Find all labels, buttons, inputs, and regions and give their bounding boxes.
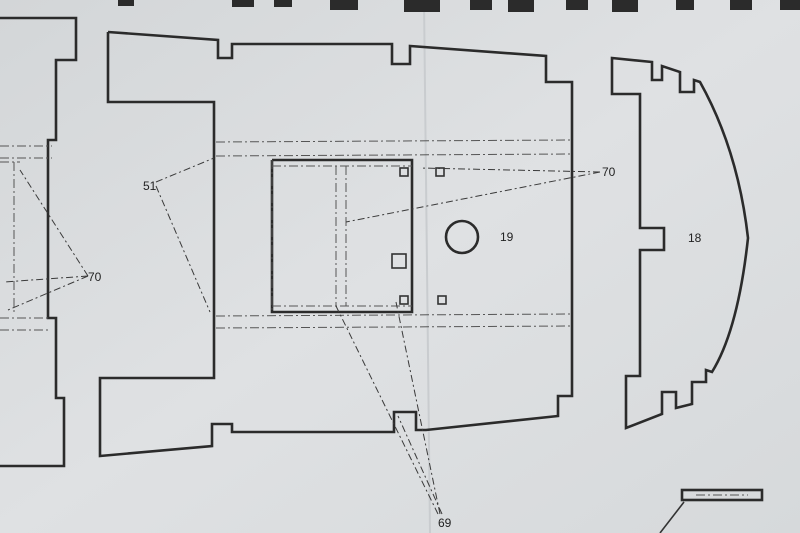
label-51: 51 — [143, 179, 157, 193]
inner-panel — [270, 158, 414, 314]
part-outline-left — [0, 16, 78, 468]
label-69: 69 — [438, 516, 452, 530]
part-18-outline — [610, 56, 750, 430]
label-70-left: 70 — [88, 270, 102, 284]
fold-lines — [0, 139, 573, 331]
leader-lines — [3, 157, 601, 515]
strip-part — [659, 488, 764, 533]
header-letter-fragments — [118, 0, 800, 12]
peg-holes — [391, 167, 447, 305]
part-51-outline — [98, 30, 574, 458]
label-70-right: 70 — [602, 165, 616, 179]
part-19-circle — [444, 219, 480, 255]
label-19: 19 — [500, 230, 514, 244]
label-18: 18 — [688, 231, 702, 245]
paper-fold — [423, 0, 431, 533]
